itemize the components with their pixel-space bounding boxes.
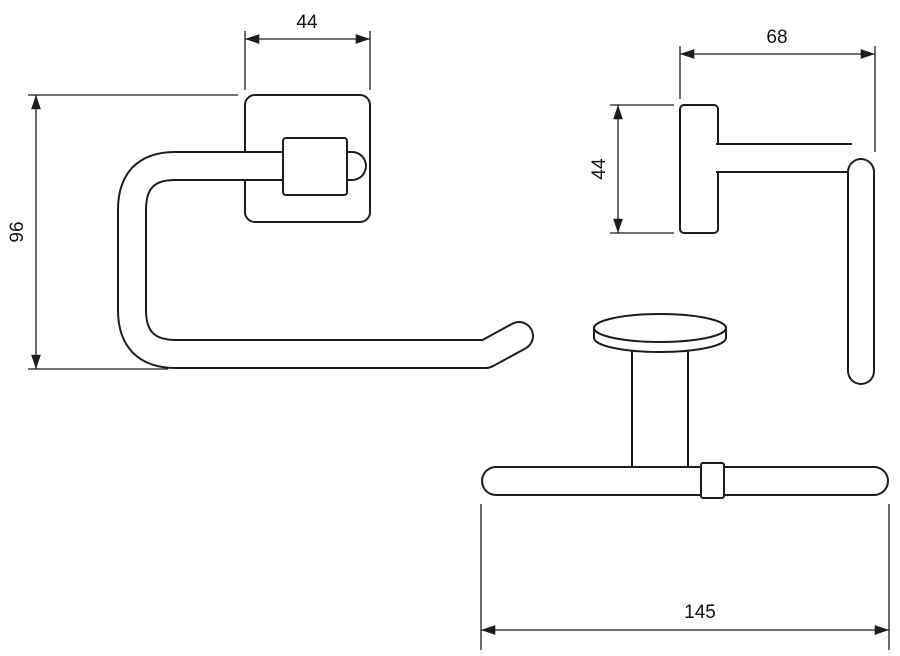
front-roll-bar-fill bbox=[119, 153, 532, 367]
dimension-bar-length: 145 bbox=[480, 504, 890, 650]
bottom-flange-face bbox=[593, 313, 727, 343]
dimension-front-overall-height: 96 bbox=[7, 94, 238, 370]
dimension-side-plate-height: 44 bbox=[589, 104, 674, 234]
dimension-side-depth: 68 bbox=[679, 27, 876, 152]
dim-label-front-plate-width: 44 bbox=[296, 12, 318, 33]
side-view bbox=[679, 104, 875, 385]
dim-label-side-depth: 68 bbox=[766, 27, 787, 48]
bottom-post bbox=[631, 341, 689, 477]
front-view bbox=[117, 94, 534, 369]
dim-label-front-overall-height: 96 bbox=[7, 221, 28, 242]
dim-label-side-plate-height: 44 bbox=[589, 158, 610, 180]
dim-label-bar-length: 145 bbox=[684, 602, 716, 623]
bottom-view bbox=[481, 313, 889, 499]
front-hub-block bbox=[282, 137, 348, 196]
bottom-bar-collar bbox=[700, 462, 725, 499]
side-wall-plate bbox=[679, 104, 719, 234]
dimension-front-plate-width: 44 bbox=[244, 12, 371, 90]
